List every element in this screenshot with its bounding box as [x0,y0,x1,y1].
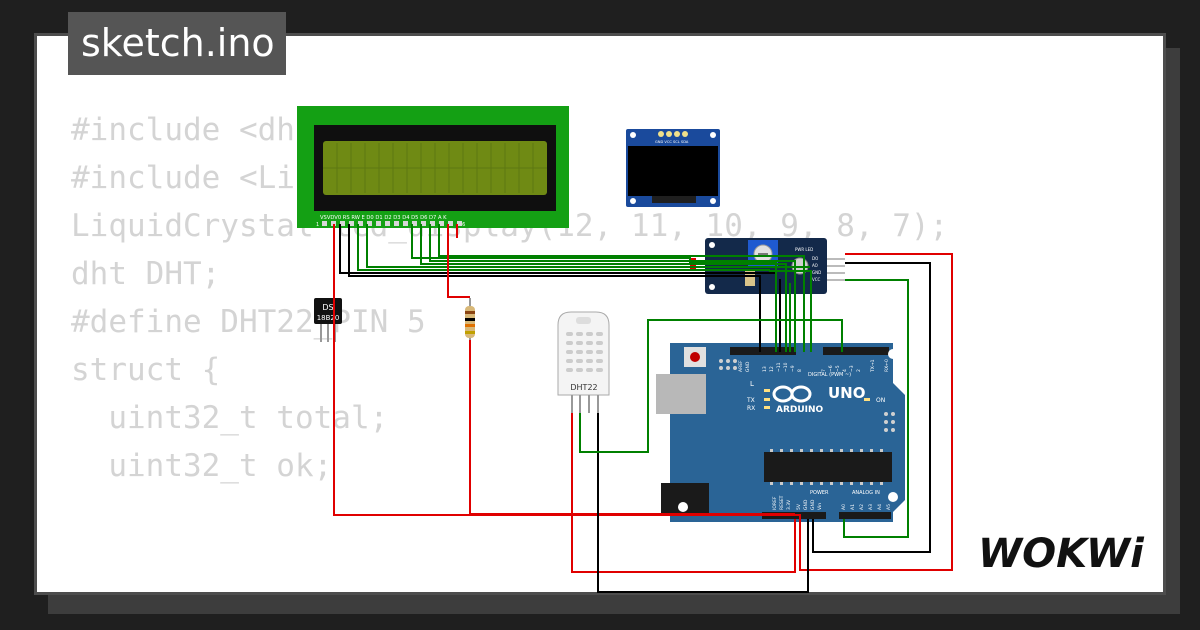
power-pin-label: 5V [796,503,802,510]
pin-label: 13 [762,366,768,372]
arduino-uno[interactable]: L TX RX ON UNO ARDUINO DIGITAL (PWM ~) P… [656,343,905,522]
analog-pin-label: A1 [850,504,856,510]
sensor-label-vcc: VCC [812,277,821,282]
analog-pin-label: A0 [841,504,847,510]
ds18b20-label-2: 18B20 [317,314,340,322]
ds18b20-label-1: DS [322,303,333,312]
wire-green[interactable] [420,224,787,352]
pin-label: ~9 [790,365,796,372]
pin-label: ~5 [835,365,841,372]
oled-pin-labels: GND VCC SCL SDA [655,140,689,144]
dht22-label: DHT22 [570,383,597,392]
analog-pin-label: A4 [877,504,883,510]
wire-red[interactable] [333,224,953,571]
wokwi-logo-text: WOKWi [978,531,1145,577]
power-pin-label: RESET [779,495,785,510]
pin-label: ~3 [849,365,855,372]
wire-red[interactable] [469,340,795,515]
analog-pin-label: A3 [868,504,874,510]
wire-green[interactable] [769,270,812,352]
wire-green[interactable] [579,319,843,453]
code-line: dht DHT; [71,256,221,292]
header-top-left [730,347,796,355]
power-pin-label: GND [803,499,809,510]
wire-black[interactable] [348,224,761,352]
wire-black[interactable] [339,224,776,274]
pin-label: ~6 [828,365,834,372]
pin-label: 8 [797,369,803,372]
wire-green[interactable] [357,224,770,271]
dht22-sensor[interactable]: DHT22 [557,311,610,413]
header-analog [839,512,891,519]
pin-label: GND [745,361,751,372]
lcd-pin-start: 1 [316,222,319,228]
wire-green[interactable] [366,224,810,268]
pin-label: RX←0 [884,359,890,372]
sensor-label-do: DO [812,256,818,261]
ds18b20-sensor[interactable]: DS 18B20 [314,298,342,342]
code-line: uint32_t total; [71,400,389,436]
sensor-label-ao: AO [812,263,818,268]
wokwi-logo: WOKWi [978,531,1145,577]
wire-green[interactable] [429,224,796,352]
wire-black[interactable] [597,413,809,593]
analog-pin-label: A5 [886,504,892,510]
pin-label: AREF [738,360,744,372]
arduino-infinity-icon [772,385,812,403]
code-line: #define DHT22_PIN 5 [71,304,426,340]
power-pin-label: 3.3V [786,499,792,510]
wire-green[interactable] [438,224,805,352]
pin-label: TX→1 [870,359,876,373]
pin-label: ~10 [783,362,789,372]
wire-red[interactable] [447,224,470,298]
power-pin-label: GND [810,499,816,510]
reset-button[interactable] [690,352,700,362]
lcd-pin-end: 16 [459,222,465,228]
pin-label: 12 [769,366,775,372]
pin-label: 7 [821,369,827,372]
pin-label: ~11 [776,362,782,372]
sensor-label-pwr: PWR LED [795,247,813,252]
power-pin-label: IOREF [772,496,778,510]
wires [333,224,953,593]
arduino-model: UNO [828,384,866,402]
oled-display[interactable]: GND VCC SCL SDA [626,129,720,207]
led-l-label: L [750,380,754,388]
digital-label: DIGITAL (PWM ~) [808,372,851,378]
pin-label: 4 [842,369,848,372]
led-rx-label: RX [747,405,755,412]
led-tx-label: TX [746,397,755,404]
code-line: struct { [71,352,221,388]
arduino-logo-text: ARDUINO [776,405,824,415]
wire-green[interactable] [843,279,909,538]
analog-pin-label: A2 [859,504,865,510]
header-top-right [823,347,889,355]
sketch-title: sketch.ino [68,12,286,75]
analog-label: ANALOG IN [852,490,880,496]
pin-label: 2 [856,369,862,372]
code-line: uint32_t ok; [71,448,333,484]
lcd-pin-labels: VSVDV0 RS RW E D0 D1 D2 D3 D4 D5 D6 D7 A… [320,215,447,221]
power-pin-label: Vin [817,503,823,510]
wire-red[interactable] [571,413,796,573]
lcd-display[interactable]: VSVDV0 RS RW E D0 D1 D2 D3 D4 D5 D6 D7 A… [297,106,569,228]
wire-black[interactable] [812,262,931,553]
resistor[interactable] [465,298,475,342]
power-label: POWER [810,490,829,496]
led-on-label: ON [876,397,885,404]
sensor-label-gnd: GND [812,270,821,275]
atmega-chip [764,452,892,482]
